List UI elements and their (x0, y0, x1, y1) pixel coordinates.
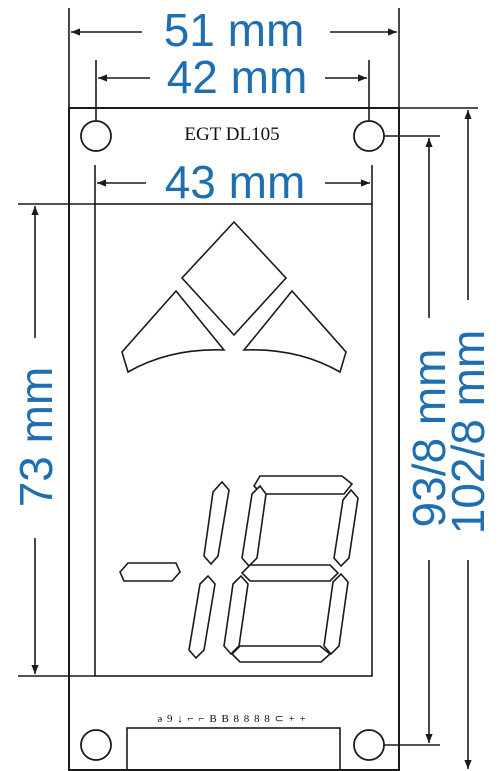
digit-one-upper (203, 480, 230, 566)
label-overall-height: 102/8 mm (442, 330, 494, 535)
segment-c (323, 572, 349, 656)
arrow-right-segment (242, 289, 347, 374)
board-outline (68, 107, 400, 771)
dimension-labels: 51 mm 42 mm 43 mm 73 mm 93/8 mm 102/8 mm (10, 4, 494, 534)
dimension-lines (18, 8, 478, 769)
board-label: EGT DL105 (184, 124, 279, 145)
segment-g (240, 564, 340, 582)
mounting-holes (80, 120, 385, 761)
display-window (94, 203, 373, 677)
minus-segment (119, 562, 181, 582)
label-hole-spacing-height: 93/8 mm (403, 349, 455, 528)
segment-b (333, 488, 359, 568)
up-arrow-segments-icon (121, 220, 347, 374)
connector-header (126, 727, 341, 771)
segment-a (252, 475, 354, 495)
label-hole-spacing-width: 42 mm (167, 51, 308, 103)
pin-labels: ǝ 9 ↓ ⌐ ⌐ B B 8 8 8 8 ⊂ + + (157, 713, 306, 725)
arrow-left-segment (121, 289, 226, 374)
label-overall-width: 51 mm (164, 4, 305, 56)
arrow-top-segment (180, 220, 288, 337)
segment-f (241, 484, 267, 568)
mounting-hole-top-right (353, 120, 385, 152)
segment-e (223, 574, 249, 656)
mounting-hole-top-left (80, 120, 112, 152)
mounting-hole-bottom-left (80, 729, 112, 761)
label-display-height: 73 mm (10, 367, 62, 508)
segment-d (230, 645, 332, 663)
label-display-width: 43 mm (165, 156, 306, 208)
pcb-board (68, 107, 400, 771)
mounting-hole-bottom-right (353, 729, 385, 761)
digit-one-lower (188, 574, 216, 660)
seven-segment-digit-icon (119, 475, 359, 663)
